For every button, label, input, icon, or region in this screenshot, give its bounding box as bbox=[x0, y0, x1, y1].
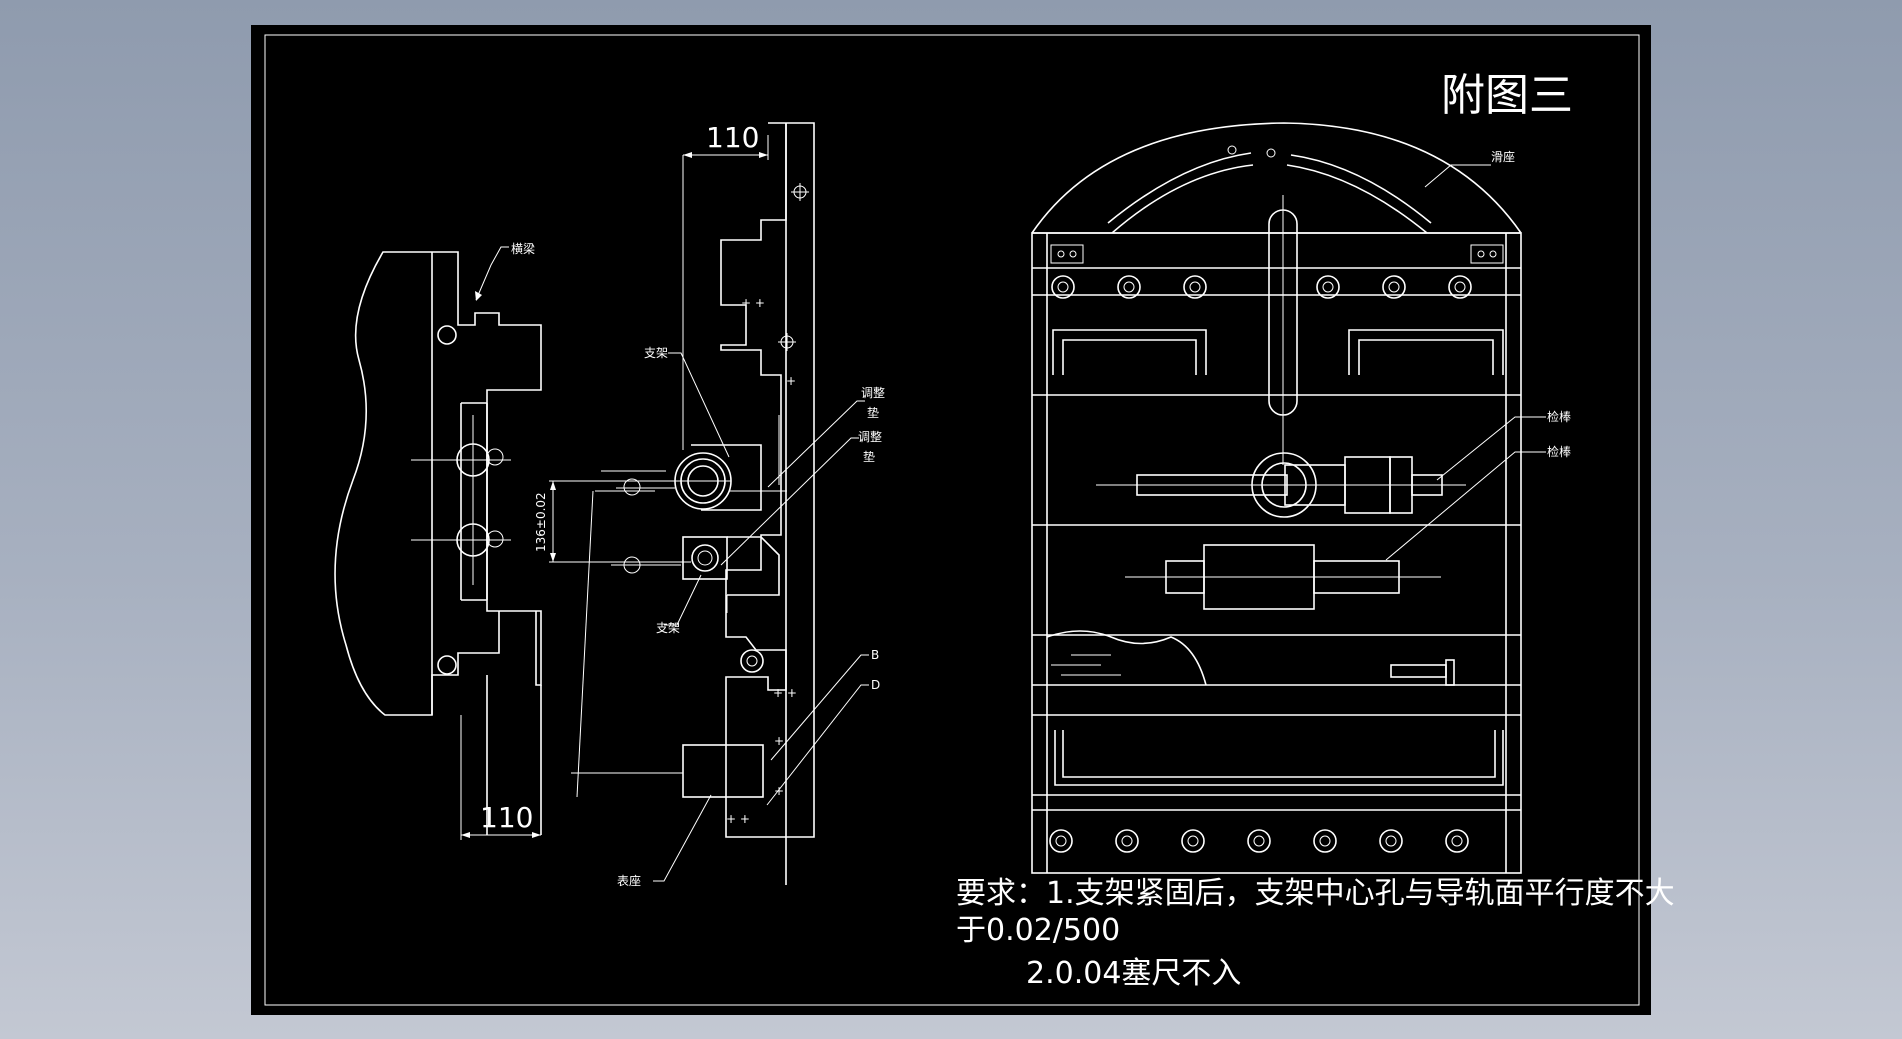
crossbeam-outline bbox=[334, 251, 542, 716]
drawing-title: 附图三 bbox=[1441, 70, 1573, 121]
svg-text:+: + bbox=[774, 734, 784, 748]
label-gauge-seat: 表座 bbox=[617, 873, 641, 888]
note-line-3: 2.0.04塞尺不入 bbox=[1026, 956, 1241, 991]
slide-body bbox=[1031, 232, 1522, 874]
column-outline bbox=[720, 122, 815, 838]
note-line-1: 要求：1.支架紧固后，支架中心孔与导轨面平行度不大 bbox=[956, 876, 1675, 911]
svg-text:+: + bbox=[774, 784, 784, 798]
dim-top-110: 110 bbox=[706, 121, 759, 154]
left-side-view: + + + + + + + + + bbox=[334, 121, 885, 888]
label-bracket-lower: 支架 bbox=[656, 621, 680, 635]
dim-136: 136±0.02 bbox=[534, 492, 548, 552]
drawing-frame bbox=[264, 34, 1640, 1006]
svg-text:+ +: + + bbox=[726, 812, 750, 826]
label-point-d: D bbox=[871, 678, 880, 692]
cad-drawing: + + + + + + + + + bbox=[264, 34, 1675, 1006]
dim-bottom-110: 110 bbox=[480, 801, 533, 834]
label-crossbeam: 横梁 bbox=[511, 241, 535, 256]
svg-text:+ +: + + bbox=[741, 296, 765, 310]
label-test-bar-1: 检棒 bbox=[1547, 409, 1571, 424]
drawing-sheet: + + + + + + + + + bbox=[251, 25, 1675, 1015]
note-line-2: 于0.02/500 bbox=[956, 913, 1120, 948]
svg-text:+ +: + + bbox=[773, 686, 797, 700]
label-shim-upper-1: 调整 bbox=[861, 385, 885, 400]
label-bracket-upper: 支架 bbox=[644, 346, 668, 360]
svg-text:+: + bbox=[786, 374, 796, 388]
label-point-b: B bbox=[871, 648, 879, 662]
label-shim-upper-2: 垫 bbox=[867, 405, 879, 420]
requirements-notes: 要求：1.支架紧固后，支架中心孔与导轨面平行度不大 于0.02/500 2.0.… bbox=[956, 876, 1675, 991]
label-test-bar-2: 检棒 bbox=[1547, 444, 1571, 459]
label-slide-seat: 滑座 bbox=[1491, 149, 1515, 164]
right-front-view: 滑座 检棒 检棒 附图三 bbox=[1031, 70, 1573, 874]
label-shim-lower-2: 垫 bbox=[863, 449, 875, 464]
label-shim-lower-1: 调整 bbox=[858, 429, 882, 444]
